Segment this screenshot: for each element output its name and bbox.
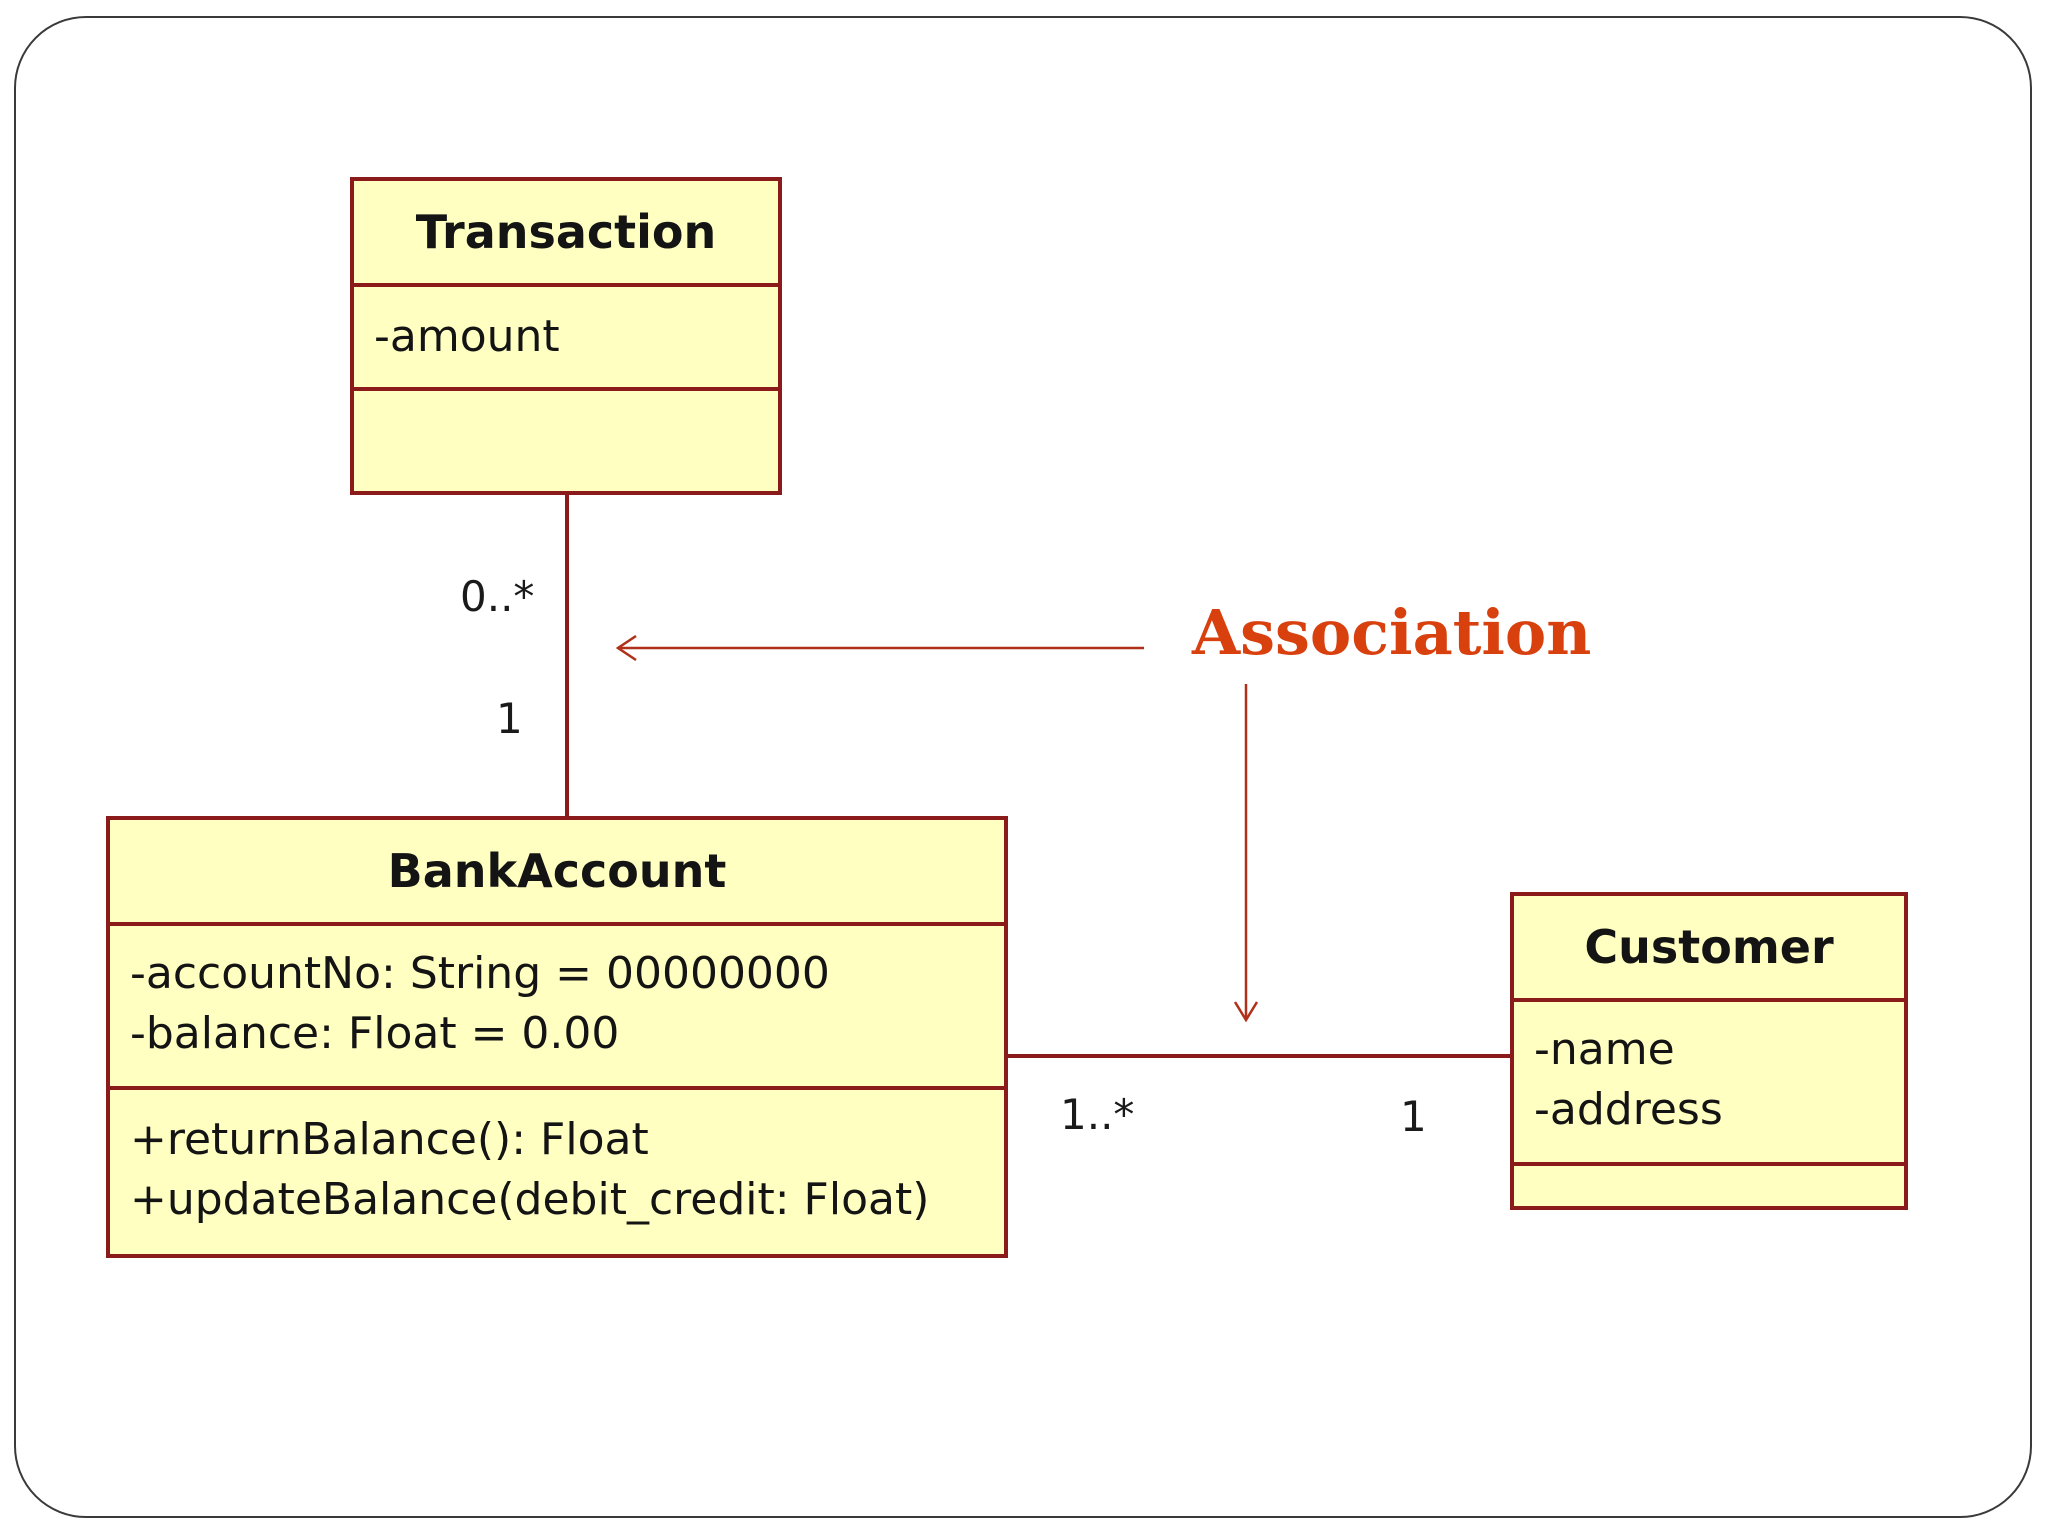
annotation-arrow-left: [615, 634, 1144, 662]
operations-compartment: [1514, 1166, 1904, 1206]
class-name-text: BankAccount: [387, 844, 727, 898]
class-customer[interactable]: Customer -name -address: [1510, 892, 1908, 1210]
class-name: Transaction: [354, 181, 778, 287]
multiplicity-bank-end-top: 1: [496, 694, 523, 743]
attribute: -accountNo: String = 00000000: [130, 948, 830, 999]
class-name: BankAccount: [110, 820, 1004, 926]
attribute: -balance: Float = 0.00: [130, 1008, 620, 1059]
class-name-text: Transaction: [415, 205, 717, 259]
multiplicity-transaction-end: 0..*: [460, 572, 535, 621]
operations-compartment: [354, 391, 778, 491]
operation: +returnBalance(): Float: [130, 1114, 649, 1165]
attribute: -address: [1534, 1084, 1723, 1135]
class-name-text: Customer: [1584, 920, 1834, 974]
attribute: -name: [1534, 1024, 1675, 1075]
annotation-arrow-down: [1233, 684, 1259, 1023]
attributes-compartment: -name -address: [1514, 1002, 1904, 1166]
class-name: Customer: [1514, 896, 1904, 1002]
operation: +updateBalance(debit_credit: Float): [130, 1174, 930, 1225]
attributes-compartment: -accountNo: String = 00000000 -balance: …: [110, 926, 1004, 1090]
attribute: -amount: [374, 311, 560, 362]
attributes-compartment: -amount: [354, 287, 778, 391]
operations-compartment: +returnBalance(): Float +updateBalance(d…: [110, 1090, 1004, 1254]
multiplicity-customer-end: 1: [1400, 1092, 1427, 1141]
association-annotation-label: Association: [1192, 596, 1592, 669]
multiplicity-bank-end-right: 1..*: [1060, 1090, 1135, 1139]
class-transaction[interactable]: Transaction -amount: [350, 177, 782, 495]
class-bankaccount[interactable]: BankAccount -accountNo: String = 0000000…: [106, 816, 1008, 1258]
